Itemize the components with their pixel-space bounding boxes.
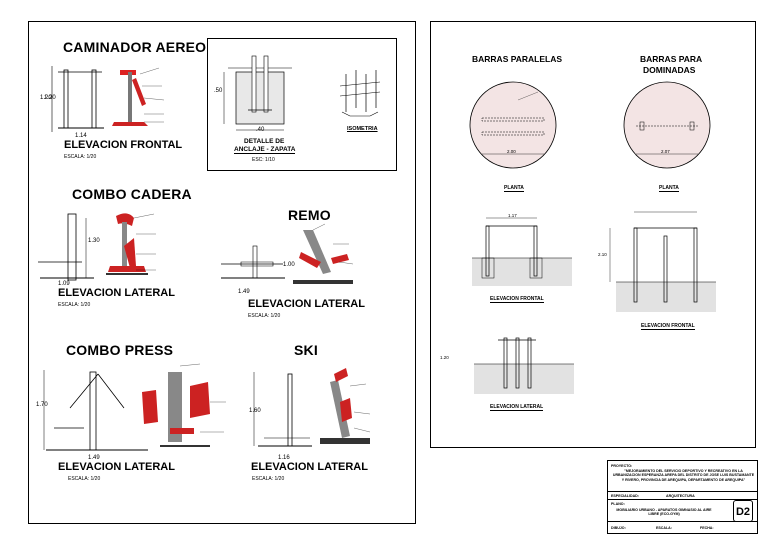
combo-press-title: COMBO PRESS: [66, 342, 174, 358]
especialidad-row: ESPECIALIDAD: ARQUITECTURA: [608, 491, 757, 499]
ski-title: SKI: [294, 342, 318, 358]
remo-scale: ESCALA: 1/20: [248, 313, 281, 319]
combo-cadera-width-dim: 1.09: [58, 281, 70, 287]
sheet-number: D2: [733, 500, 753, 522]
ski-height-dim: 1.60: [249, 408, 261, 414]
detalle-scale: ESC: 1/10: [252, 157, 275, 163]
barras-dominadas-elev: [609, 211, 716, 312]
barras-dominadas-title-line1: BARRAS PARA: [640, 54, 703, 64]
combo-cadera-scale: ESCALA: 1/20: [58, 302, 91, 308]
caminador-title: CAMINADOR AEREO: [63, 39, 207, 55]
caminador-drawing: 1.20: [44, 66, 165, 132]
remo-drawing: [221, 223, 354, 284]
dibujo-label: DIBUJO:: [611, 526, 626, 530]
barras-paralelas-elev-label: ELEVACION FRONTAL: [490, 296, 544, 303]
remo-width-dim: 1.49: [238, 289, 250, 295]
plano-text: MOBILIARIO URBANO - APARATOS GIMNASIO AL…: [616, 508, 712, 517]
combo-cadera-title: COMBO CADERA: [72, 186, 192, 202]
barras-paralelas-elev: [472, 217, 572, 286]
barras-dominadas-elev-label: ELEVACION FRONTAL: [641, 323, 695, 330]
plano-row: PLANO: MOBILIARIO URBANO - APARATOS GIMN…: [608, 499, 757, 522]
remo-height-dim: 1.00: [283, 262, 295, 268]
barras-paralelas-plan: [469, 81, 557, 169]
proyecto-text: "MEJORAMIENTO DEL SERVICIO DEPORTIVO Y R…: [612, 469, 755, 482]
especialidad-value: ARQUITECTURA: [666, 494, 695, 498]
escala-label: ESCALA:: [656, 526, 672, 530]
barras-paralelas-plan-label: PLANTA: [504, 185, 524, 192]
caminador-width-dim: 1.14: [75, 133, 87, 139]
barras-dominadas-elev-height: 2.10: [598, 252, 607, 257]
ski-drawing: [253, 368, 371, 447]
barras-paralelas-title: BARRAS PARALELAS: [472, 54, 563, 64]
combo-press-width-dim: 1.49: [88, 455, 100, 461]
left-sheet-frame: [28, 21, 416, 524]
detalle-height-dim: .50: [214, 88, 223, 94]
barras-dominadas-title-line2: DOMINADAS: [643, 65, 696, 75]
footer-row: DIBUJO: ESCALA: FECHA:: [608, 521, 757, 534]
combo-cadera-drawing: [38, 213, 156, 281]
title-block: PROYECTO: "MEJORAMIENTO DEL SERVICIO DEP…: [607, 460, 758, 534]
barras-paralelas-elev-dim: 1.17: [508, 213, 517, 218]
combo-cadera-view-label: ELEVACION LATERAL: [58, 287, 175, 299]
combo-cadera-height-dim: 1.30: [88, 238, 100, 244]
barras-dominadas-plan-dim: 2.07: [661, 149, 670, 154]
right-sheet-frame: [430, 21, 756, 448]
remo-view-label: ELEVACION LATERAL: [248, 298, 365, 310]
detalle-title-line1: DETALLE DE: [244, 138, 285, 145]
remo-title: REMO: [288, 207, 331, 223]
caminador-height-dim: 1.20: [40, 95, 52, 101]
ski-scale: ESCALA: 1/20: [252, 476, 285, 482]
ski-view-label: ELEVACION LATERAL: [251, 461, 368, 473]
detalle-frame: [207, 38, 397, 171]
barras-paralelas-plan-dim: 2.00: [507, 149, 516, 154]
combo-press-height-dim: 1.70: [36, 402, 48, 408]
proyecto-label: PROYECTO:: [611, 464, 633, 468]
detalle-title-line2: ANCLAJE - ZAPATA: [234, 146, 296, 154]
isometria-label: ISOMETRIA: [347, 126, 378, 132]
barras-dominadas-plan: [623, 81, 711, 169]
ski-width-dim: 1.16: [278, 455, 290, 461]
barras-paralelas-elev-lateral: [474, 337, 574, 394]
especialidad-label: ESPECIALIDAD:: [611, 494, 639, 498]
barras-paralelas-elev-lateral-label: ELEVACION LATERAL: [490, 404, 544, 411]
barras-dominadas-plan-label: PLANTA: [659, 185, 679, 192]
svg-text:1.20: 1.20: [44, 95, 56, 101]
detalle-width-dim: .40: [256, 127, 265, 133]
combo-press-view-label: ELEVACION LATERAL: [58, 461, 175, 473]
caminador-view-label: ELEVACION FRONTAL: [64, 139, 183, 151]
combo-press-scale: ESCALA: 1/20: [68, 476, 101, 482]
barras-paralelas-elev-height: 1.20: [440, 355, 449, 360]
plano-label: PLANO:: [611, 502, 625, 506]
caminador-scale: ESCALA: 1/20: [64, 154, 97, 160]
combo-press-drawing: [43, 363, 226, 451]
fecha-label: FECHA:: [700, 526, 714, 530]
detalle-drawing: [223, 55, 292, 131]
isometria-drawing: [339, 70, 381, 117]
